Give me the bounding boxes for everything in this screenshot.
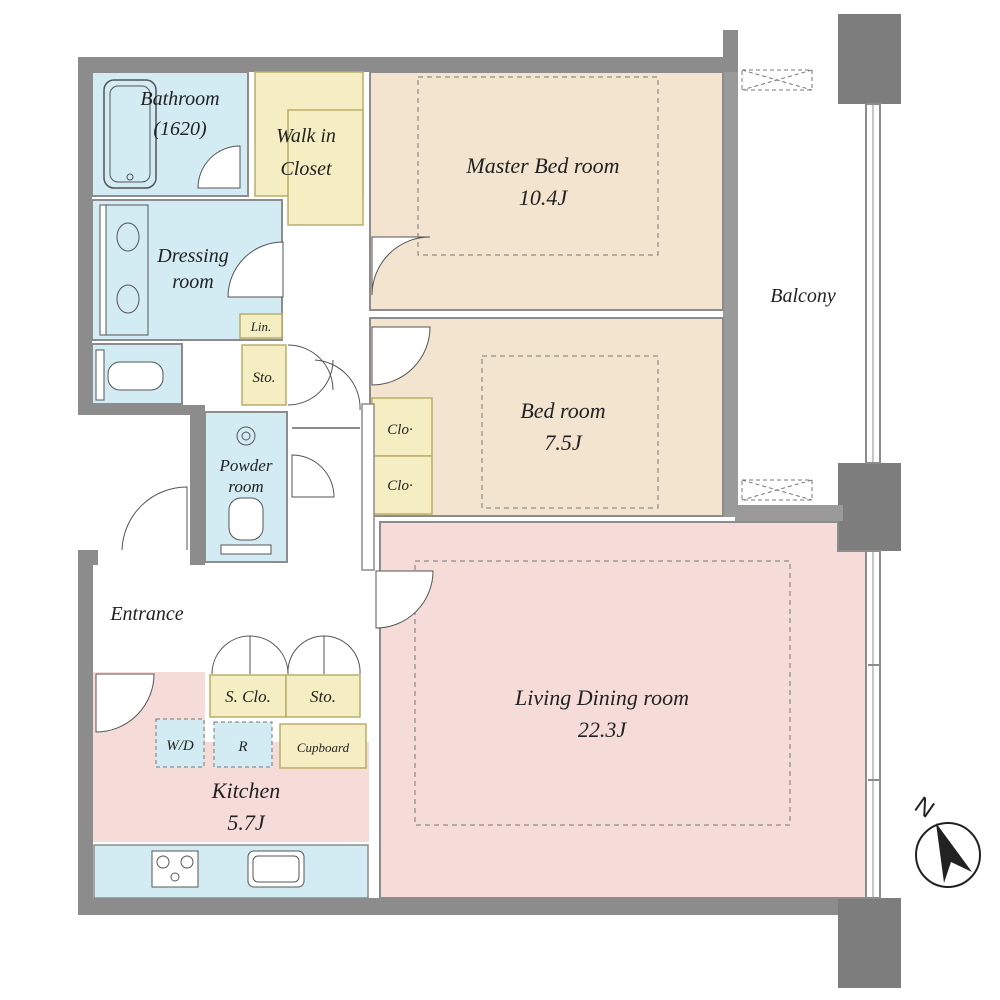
wall-bed-right <box>723 72 738 517</box>
cupboard <box>279 723 367 769</box>
powder-room-label-1: Powder <box>219 456 273 475</box>
linen-label: Lin. <box>250 319 272 334</box>
hand-sink <box>236 426 256 446</box>
kitchen-size: 5.7J <box>227 810 266 835</box>
washer-dryer <box>155 718 205 768</box>
dressing-room-label-1: Dressing <box>156 245 228 267</box>
balcony-ac-unit-bottom <box>741 479 813 501</box>
living-dining-size: 22.3J <box>578 717 628 742</box>
wall-left-lower-top <box>190 405 205 565</box>
dressing-room-label-2: room <box>172 271 213 293</box>
master-bedroom-size: 10.4J <box>519 185 569 210</box>
wall-living-top <box>735 505 843 521</box>
closet-1: Clo· <box>371 397 433 457</box>
bedroom-size: 7.5J <box>544 430 583 455</box>
linen-closet: Lin. <box>239 313 283 339</box>
bathroom: Bathroom (1620) <box>91 71 249 197</box>
pillar-mid-right <box>838 463 901 551</box>
sink-2 <box>116 284 140 314</box>
compass-north-label: N <box>909 792 939 824</box>
cupboard-label: Cupboard <box>297 740 350 755</box>
living-rug-outline <box>414 560 791 826</box>
balcony: Balcony <box>738 69 838 502</box>
stove <box>151 850 199 888</box>
living-dining-room: Living Dining room 22.3J <box>375 521 867 899</box>
master-bedroom-label: Master Bed room <box>465 153 619 178</box>
bathroom-label: Bathroom <box>140 88 219 110</box>
outer-walls <box>78 14 901 988</box>
closet-2: Clo· <box>371 455 433 515</box>
master-bedroom: Master Bed room 10.4J <box>369 71 724 311</box>
bedroom-label: Bed room <box>520 398 605 423</box>
pillar-top-right <box>838 14 901 104</box>
closet-1-label: Clo· <box>387 422 412 438</box>
refrigerator-label: R <box>237 739 247 755</box>
entrance-storage-doors <box>211 635 361 675</box>
storage-2-label: Sto. <box>310 687 336 706</box>
master-bed-outline <box>417 76 659 256</box>
hallway-doors <box>287 344 361 429</box>
bed-outline <box>481 355 659 509</box>
storage-1-label: Sto. <box>253 370 276 386</box>
balcony-ac-unit-top <box>741 69 813 91</box>
storage-2: Sto. <box>285 674 361 718</box>
entrance-door <box>121 486 188 551</box>
sink-1 <box>116 222 140 252</box>
powder-room: Powder room <box>204 411 335 563</box>
entrance-label: Entrance <box>109 603 183 625</box>
north-compass: N <box>909 792 981 888</box>
kitchen-counter <box>93 844 369 899</box>
walk-in-closet-label-2: Closet <box>280 158 332 180</box>
pillar-bottom-right <box>838 898 901 988</box>
bathtub <box>103 79 157 189</box>
refrigerator <box>213 721 273 768</box>
balcony-label: Balcony <box>770 285 836 307</box>
powder-room-label-2: room <box>228 477 263 496</box>
kitchen-label: Kitchen <box>211 778 280 803</box>
exterior-wall <box>78 30 738 415</box>
storage-1: Sto. <box>241 344 287 406</box>
kitchen-sink <box>247 850 305 888</box>
toilet <box>107 361 164 391</box>
walk-in-closet: Walk in Closet <box>254 71 364 226</box>
wall-left-lower <box>78 550 93 915</box>
living-dining-label: Living Dining room <box>514 685 689 710</box>
powder-toilet <box>228 497 264 541</box>
shoe-closet: S. Clo. <box>209 674 287 718</box>
wall-bottom <box>78 898 883 915</box>
bathroom-size: (1620) <box>153 118 207 140</box>
walk-in-closet-label-1: Walk in <box>276 125 336 147</box>
toilet-area <box>91 343 183 405</box>
washer-dryer-label: W/D <box>166 738 194 754</box>
compass-arrow <box>936 823 972 883</box>
kitchen: W/D R Cupboard Kitchen 5.7J <box>93 672 369 899</box>
closet-2-label: Clo· <box>387 478 412 494</box>
shoe-closet-label: S. Clo. <box>225 687 271 706</box>
